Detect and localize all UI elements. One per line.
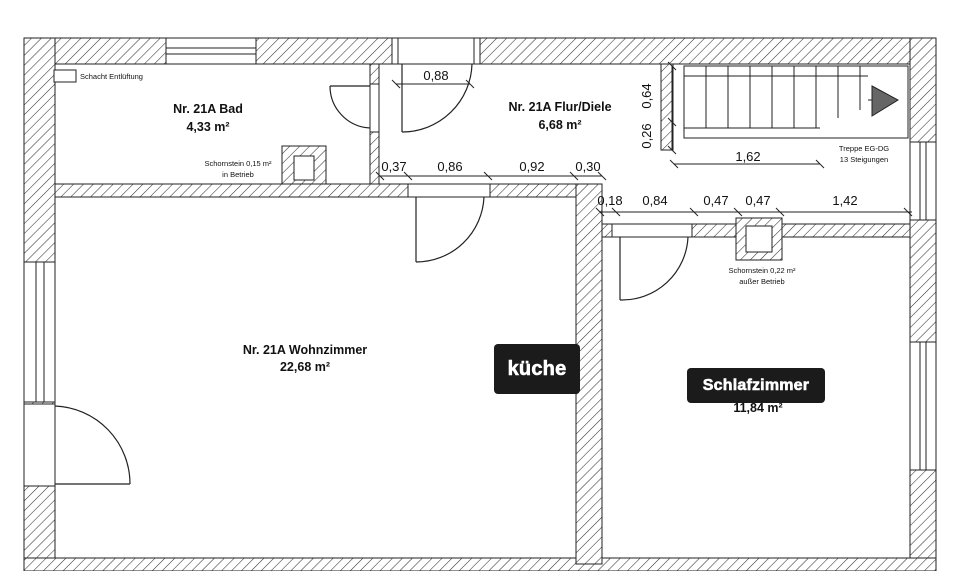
note-treppe-1: Treppe EG-DG <box>839 144 889 153</box>
room-schlafzimmer-area: 11,84 m² <box>733 401 782 415</box>
dim-row1: 0,30 <box>575 159 600 174</box>
dim-door-top: 0,88 <box>423 68 448 83</box>
note-schornstein-bad-1: Schornstein 0,15 m² <box>204 159 272 168</box>
dim-row1: 0,86 <box>437 159 462 174</box>
dim-row2: 0,47 <box>703 193 728 208</box>
note-schornstein-schlaf-2: außer Betrieb <box>739 277 784 286</box>
ventilation-shaft-icon <box>53 69 77 83</box>
dim-stair-v2: 0,26 <box>639 123 654 148</box>
dim-row1: 0,92 <box>519 159 544 174</box>
schlafzimmer-sticker: Schlafzimmer <box>687 368 825 403</box>
dim-stair-width: 1,62 <box>735 149 760 164</box>
dim-row2: 0,18 <box>597 193 622 208</box>
note-treppe-2: 13 Steigungen <box>840 155 888 164</box>
note-schacht: Schacht Entlüftung <box>80 72 143 81</box>
room-bad-area: 4,33 m² <box>186 120 229 134</box>
stair-arrow-icon <box>871 85 900 117</box>
chimney-bad <box>281 145 327 185</box>
room-wohnzimmer-area: 22,68 m² <box>280 360 330 374</box>
dim-row2: 0,84 <box>642 193 667 208</box>
dim-row2: 1,42 <box>832 193 857 208</box>
door-openings <box>369 83 693 238</box>
note-schornstein-bad-2: in Betrieb <box>222 170 254 179</box>
interior-walls <box>54 63 911 565</box>
dim-row1: 0,37 <box>381 159 406 174</box>
room-flur-name: Nr. 21A Flur/Diele <box>508 100 611 114</box>
room-wohnzimmer-name: Nr. 21A Wohnzimmer <box>243 343 367 357</box>
note-schornstein-schlaf-1: Schornstein 0,22 m² <box>728 266 796 275</box>
chimney-schlafzimmer <box>735 217 783 261</box>
doors <box>54 63 689 485</box>
staircase <box>683 65 909 139</box>
dim-row2: 0,47 <box>745 193 770 208</box>
room-flur-area: 6,68 m² <box>538 118 581 132</box>
kueche-sticker: küche <box>494 344 580 394</box>
room-bad-name: Nr. 21A Bad <box>173 102 243 116</box>
dim-stair-v1: 0,64 <box>639 83 654 108</box>
dimension-lines <box>375 61 913 217</box>
windows <box>23 37 937 487</box>
